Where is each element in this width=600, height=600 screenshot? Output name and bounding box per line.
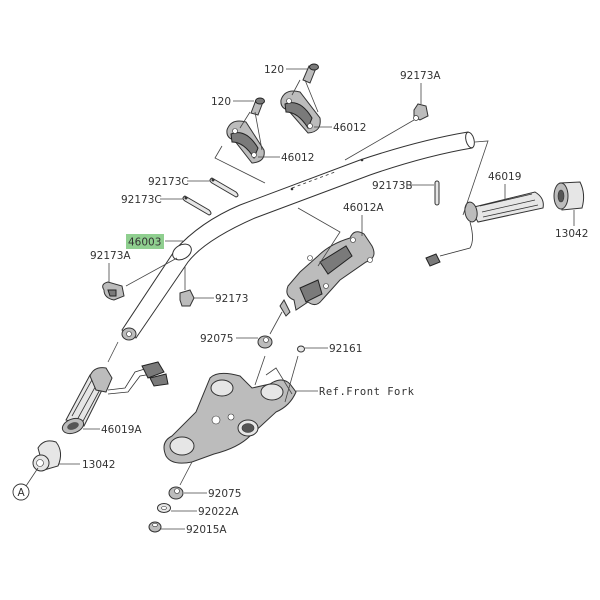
grip-left[interactable] [60,361,169,436]
clamp-left[interactable] [102,281,125,301]
weight-left[interactable] [32,440,62,472]
svg-text:46003: 46003 [128,237,161,249]
label-grip-left: 46019A [101,424,142,436]
clamp-right[interactable] [413,103,429,121]
washer[interactable] [157,503,171,513]
label-handlebar[interactable]: 46003 [126,234,183,249]
holder-lower[interactable] [226,120,265,164]
cap[interactable] [297,345,305,353]
bolt-upper[interactable] [302,63,319,84]
label-band-c2: 92173C [121,194,162,206]
label-ref-fork: Ref.Front Fork [319,386,415,398]
band-c2[interactable] [182,195,212,216]
label-bolt-lower: 120 [211,96,231,108]
label-grip-right: 46019 [488,171,521,183]
ref-a-marker: A [12,467,39,501]
label-clamp-mid: 92173 [215,293,248,305]
label-weight-left: 13042 [82,459,115,471]
label-holder-lower-a: 46012A [343,202,384,214]
label-bolt-upper: 120 [264,64,284,76]
label-damper-upper: 92075 [200,333,233,345]
holder-lower-a[interactable] [279,231,375,317]
damper-lower[interactable] [168,486,184,500]
steering-bracket[interactable] [163,372,297,464]
band-c1[interactable] [209,177,239,198]
clamp-mid[interactable] [179,289,195,307]
label-holder-upper: 46012 [333,122,366,134]
handlebar-part[interactable] [121,131,476,341]
label-band-c1: 92173C [148,176,189,188]
label-nut: 92015A [186,524,227,536]
label-clamp-right: 92173A [400,70,441,82]
label-cap: 92161 [329,343,362,355]
bolt-lower[interactable] [250,97,265,116]
grip-right[interactable] [425,191,544,267]
label-weight-right: 13042 [555,228,588,240]
label-holder-lower: 46012 [281,152,314,164]
label-clamp-left: 92173A [90,250,131,262]
label-washer: 92022A [198,506,239,518]
band-b[interactable] [434,180,440,206]
damper-upper[interactable] [257,335,273,349]
nut[interactable] [148,521,162,533]
holder-upper[interactable] [280,90,321,134]
weight-right[interactable] [553,181,585,211]
label-band-b: 92173B [372,180,413,192]
svg-text:A: A [18,487,26,499]
label-damper-lower: 92075 [208,488,241,500]
